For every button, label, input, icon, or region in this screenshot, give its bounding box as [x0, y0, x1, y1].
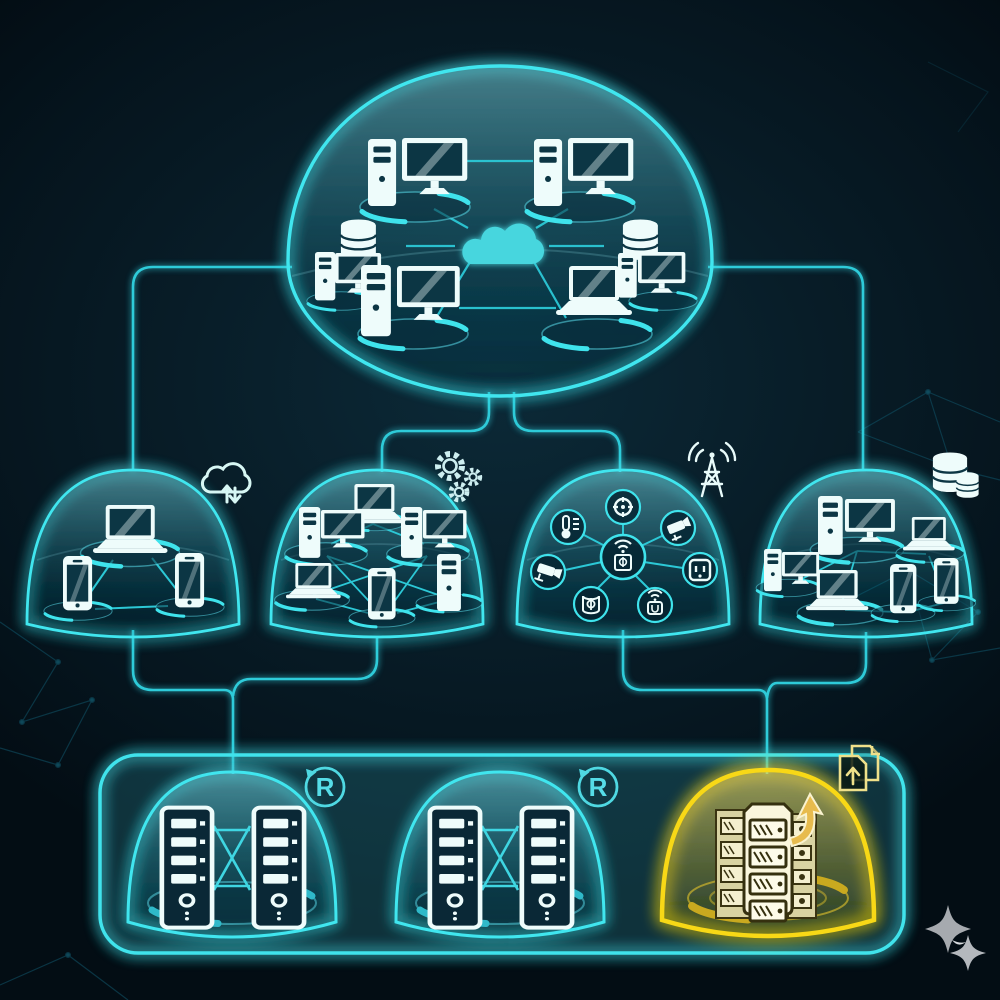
cluster-backup-archive [659, 744, 880, 939]
device-platform [282, 540, 370, 568]
hierarchy-connectors [131, 265, 868, 774]
smartphone-icon [890, 564, 917, 614]
dome-mixed-device-group [754, 451, 980, 639]
wireless-sensor-icon [636, 586, 674, 624]
server-rack-icon [162, 808, 212, 928]
power-outlet-icon [681, 551, 719, 589]
thermometer-sensor-icon [549, 508, 587, 546]
dome-iot-device-hub [515, 441, 737, 639]
cluster-replicated-server-pair-1: R [126, 766, 346, 939]
connector-dome-2-to-cluster-a [231, 636, 379, 697]
sparkle-logo [925, 905, 986, 971]
device-platform [542, 319, 652, 349]
connector-top-to-dome-4 [708, 265, 865, 471]
backup-arrow-icon [788, 791, 825, 848]
dome-workstation-mesh-group [269, 451, 485, 639]
connector-dome-1-to-cluster-a [131, 630, 235, 774]
server-rack-icon [254, 808, 304, 928]
dome-mobile-client-group [25, 462, 252, 639]
cluster-replicated-server-pair-2: R [394, 766, 619, 939]
cloud-sync-icon [200, 462, 252, 504]
database-icon [931, 451, 980, 499]
device-platform [627, 290, 699, 312]
connector-dome-4-to-cluster-c [765, 632, 868, 699]
smartphone-icon [934, 558, 959, 604]
connector-top-to-dome-2 [380, 392, 491, 472]
replication-badge-label: R [589, 772, 608, 802]
radio-tower-icon [687, 441, 737, 498]
server-rack-icon [522, 808, 572, 928]
security-camera-icon [659, 509, 697, 547]
cloud-icon [462, 223, 545, 264]
refresh-icon: R [304, 766, 346, 808]
refresh-icon: R [577, 766, 619, 808]
cctv-camera-icon [529, 553, 567, 591]
gears-icon [435, 451, 483, 503]
compass-sensor-icon [604, 488, 642, 526]
server-rack-icon [430, 808, 480, 928]
wifi-hub-icon [599, 533, 647, 581]
tower-pc-icon [437, 554, 461, 612]
top-dome-core-network [286, 64, 714, 398]
file-upload-icon [838, 744, 880, 792]
connector-dome-3-to-cluster-c [621, 630, 769, 774]
smartphone-icon [368, 568, 396, 620]
smartphone-icon [175, 553, 205, 608]
backup-server-rack-icon [715, 791, 825, 923]
replication-badge-label: R [316, 772, 335, 802]
connector-top-to-dome-1 [131, 265, 292, 471]
connector-top-to-dome-3 [512, 392, 622, 472]
smartphone-icon [63, 556, 93, 611]
smart-plug-icon [572, 585, 610, 623]
